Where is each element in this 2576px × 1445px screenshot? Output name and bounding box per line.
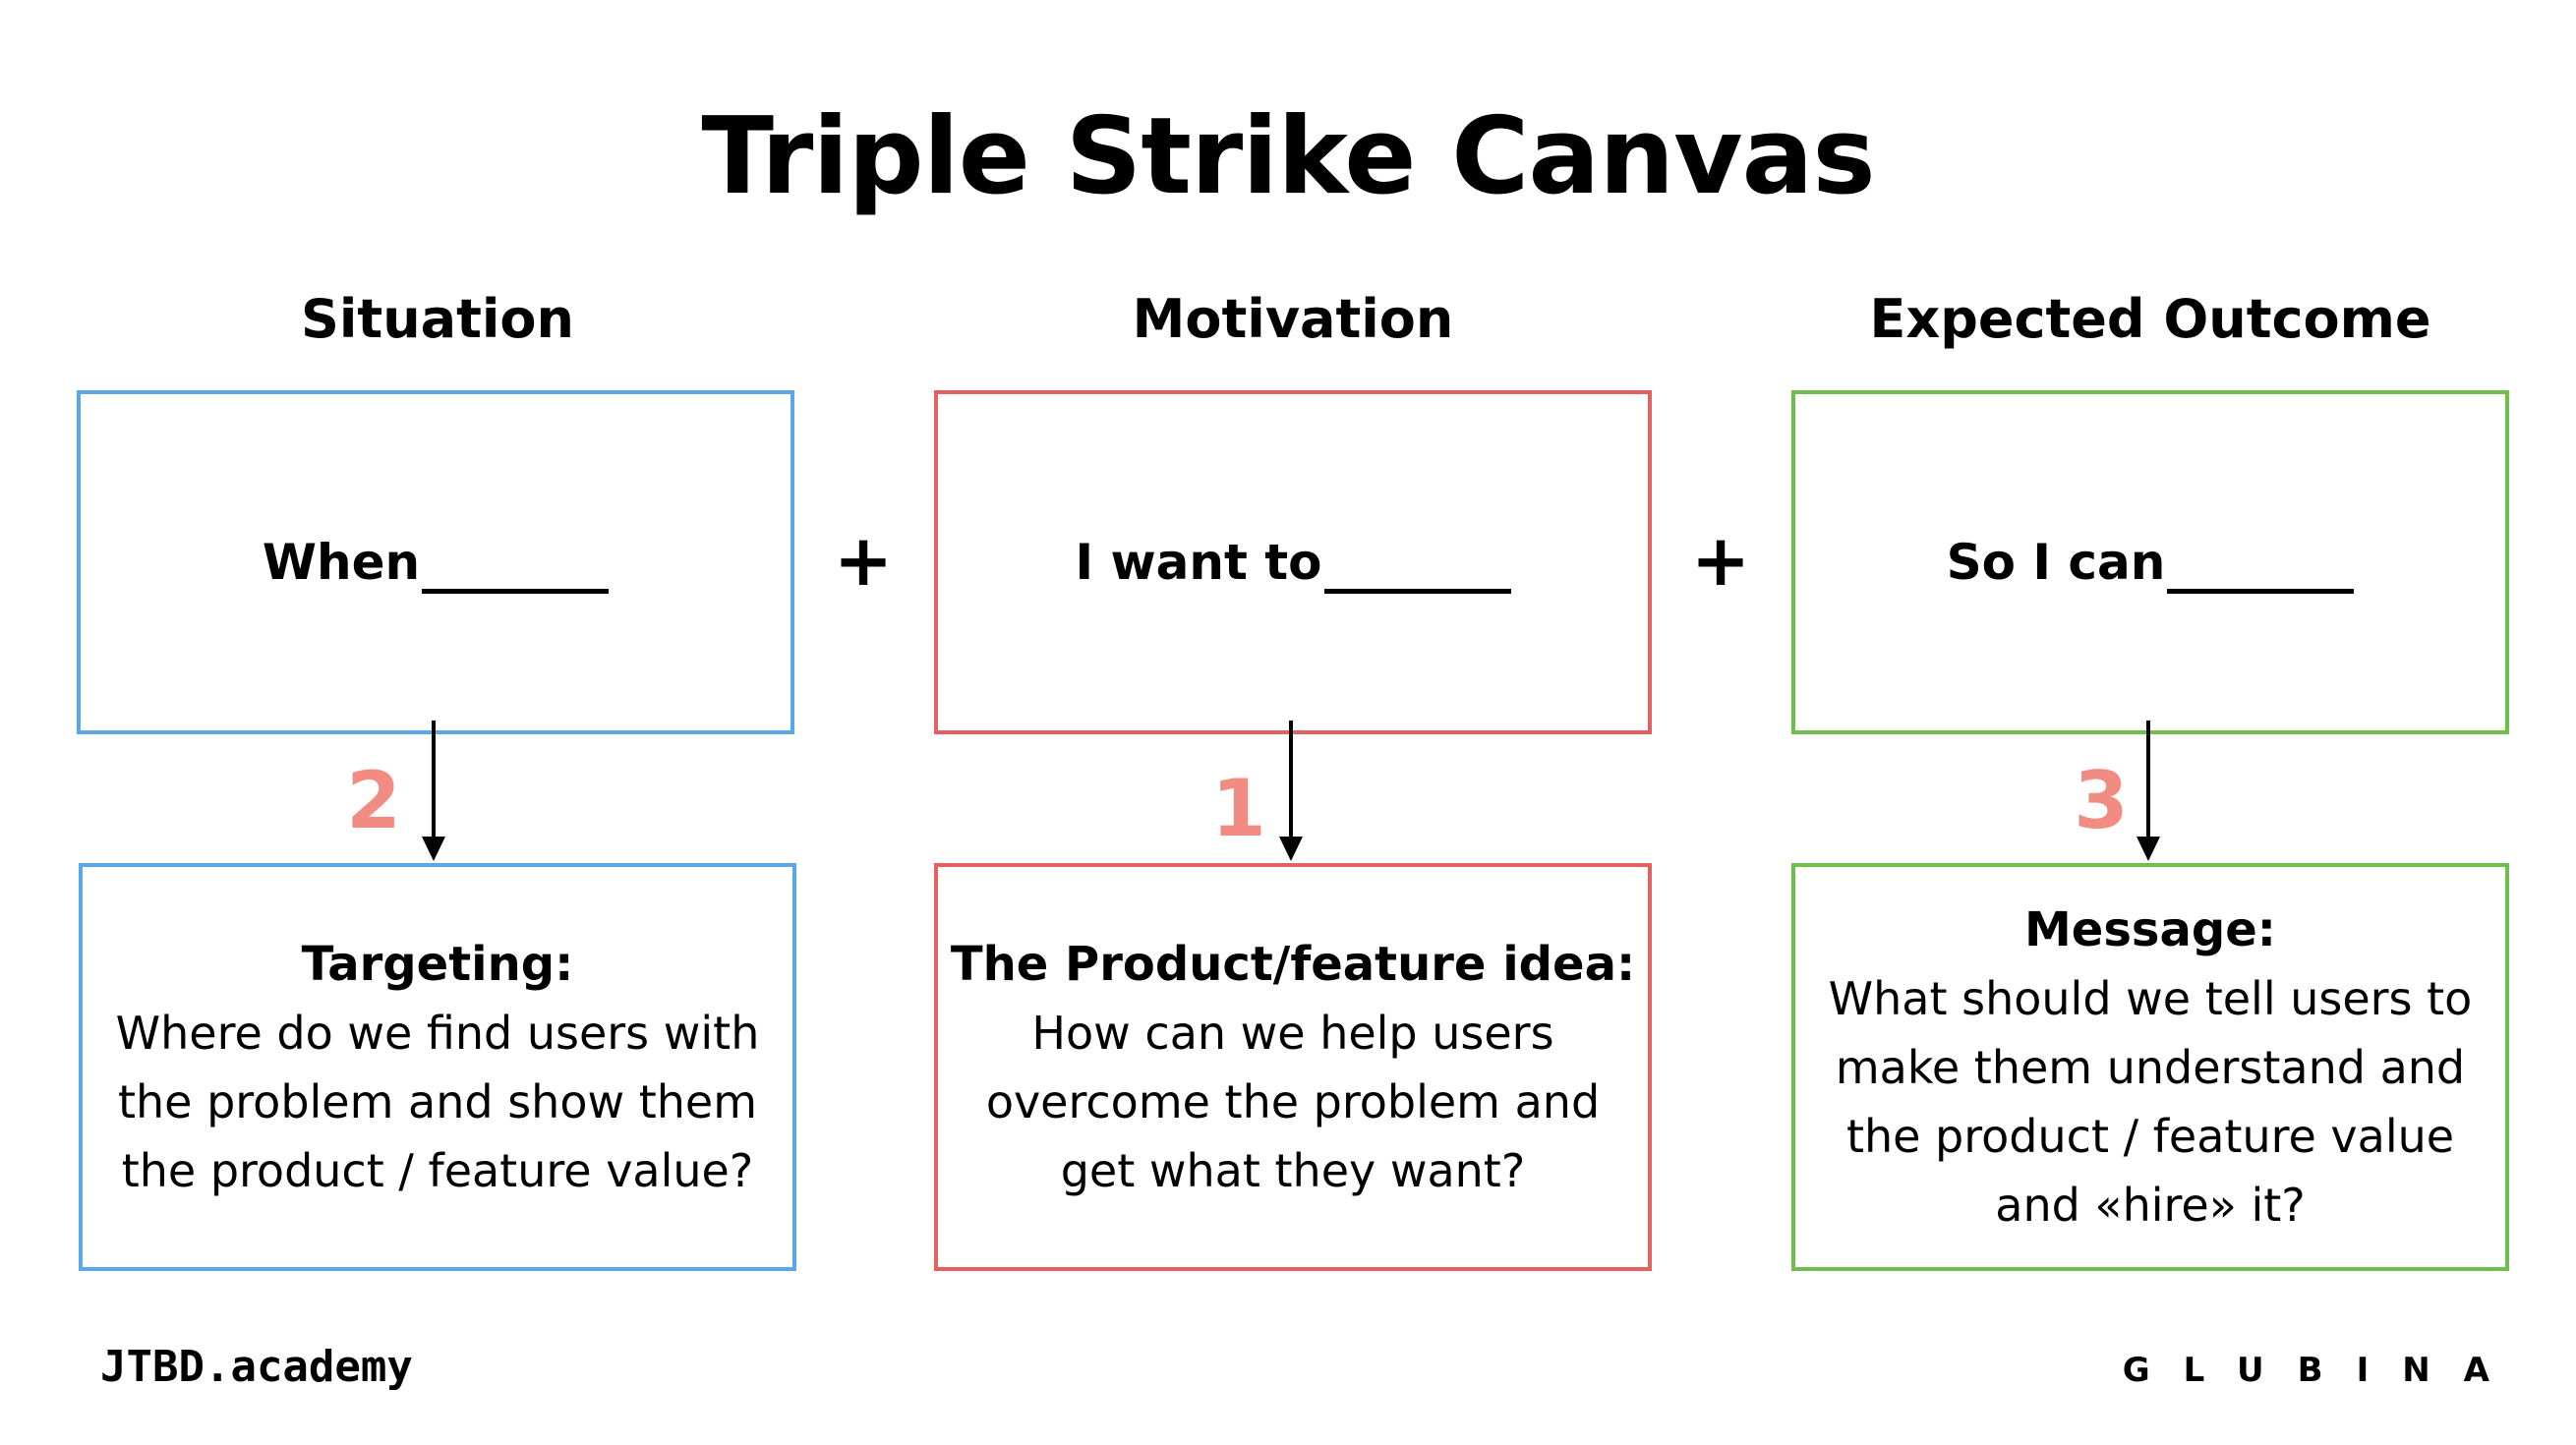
product-idea-heading: The Product/feature idea: [950, 936, 1636, 992]
arrow-down-icon [422, 721, 445, 861]
column-heading-motivation: Motivation [1132, 288, 1454, 350]
column-heading-situation: Situation [301, 288, 574, 350]
arrow-down-icon [2137, 721, 2160, 861]
message-text: What should we tell users to make them u… [1828, 971, 2473, 1232]
footer-brand-jtbd: JTBD.academy [100, 1342, 413, 1392]
expected-outcome-prompt-label: So I can [1946, 534, 2166, 591]
expected-outcome-prompt: So I can [1947, 531, 2355, 594]
plus-operator-2: + [1690, 519, 1751, 602]
motivation-prompt: I want to [1075, 531, 1511, 594]
situation-blank [422, 538, 610, 594]
step-number-motivation: 1 [1211, 763, 1266, 854]
message-box: Message: What should we tell users to ma… [1791, 863, 2509, 1271]
page-title: Triple Strike Canvas [701, 95, 1875, 218]
motivation-prompt-label: I want to [1075, 534, 1322, 591]
footer-brand-glubina: GLUBINA [2122, 1351, 2523, 1390]
expected-outcome-blank [2167, 538, 2355, 594]
situation-box: When [77, 390, 794, 734]
targeting-box: Targeting: Where do we find users with t… [79, 863, 796, 1271]
motivation-blank [1323, 538, 1511, 594]
message-heading: Message: [2024, 901, 2276, 957]
motivation-box: I want to [934, 390, 1652, 734]
column-heading-expected-outcome: Expected Outcome [1869, 288, 2431, 350]
expected-outcome-box: So I can [1791, 390, 2509, 734]
targeting-text: Where do we find users with the problem … [115, 1006, 760, 1197]
step-number-expected-outcome: 3 [2074, 755, 2129, 846]
situation-prompt: When [262, 531, 610, 594]
plus-operator-1: + [833, 519, 894, 602]
targeting-heading: Targeting: [301, 936, 574, 992]
product-idea-box: The Product/feature idea: How can we hel… [934, 863, 1652, 1271]
situation-prompt-label: When [262, 534, 421, 591]
step-number-situation: 2 [346, 755, 401, 846]
arrow-down-icon [1279, 721, 1303, 861]
product-idea-text: How can we help users overcome the probl… [985, 1006, 1601, 1197]
